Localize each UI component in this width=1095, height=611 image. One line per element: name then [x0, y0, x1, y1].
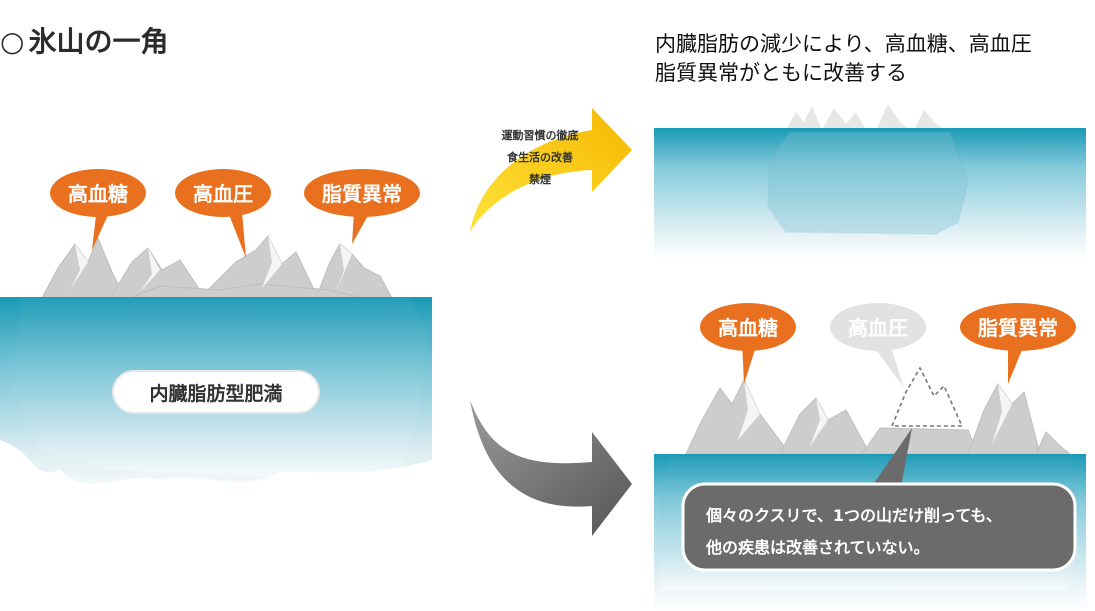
right-bubble-dyslipidemia-text: 脂質異常: [978, 316, 1058, 340]
drug-arrow: [470, 400, 632, 536]
right-bubbles: 高血糖 高血圧 脂質異常: [700, 303, 1076, 388]
title-circle-marker: ○: [0, 25, 25, 58]
note-line-1: 内臓脂肪の減少により、高血糖、高血圧: [655, 32, 1032, 56]
right-bubble-hypertension-text: 高血圧: [848, 316, 908, 340]
page-title: ○氷山の一角: [0, 28, 168, 56]
left-label-pill: [112, 370, 320, 414]
right-bubble-hypertension-faded: 高血圧: [830, 303, 926, 388]
message-box: [681, 482, 1077, 572]
right-top-iceberg: [654, 104, 1086, 260]
left-bubble-hypertension: 高血圧: [175, 169, 271, 258]
left-iceberg-label: 内臓脂肪型肥満: [149, 382, 282, 405]
left-bubbles: 高血糖 高血圧 脂質異常: [50, 169, 420, 258]
left-bubble-hypertension-text: 高血圧: [193, 182, 253, 206]
left-bubble-dyslipidemia: 脂質異常: [304, 169, 420, 244]
left-bubble-hyperglycemia-text: 高血糖: [68, 182, 128, 206]
right-bubble-dyslipidemia: 脂質異常: [960, 303, 1076, 384]
right-bubble-hyperglycemia: 高血糖: [700, 303, 796, 384]
right-top-submerged-ice: [767, 131, 969, 235]
note-line-2: 脂質異常がともに改善する: [655, 61, 907, 85]
improvement-note: 内臓脂肪の減少により、高血糖、高血圧 脂質異常がともに改善する: [655, 30, 1032, 88]
lifestyle-line-3: 禁煙: [529, 172, 551, 186]
right-bottom-mountains: [685, 378, 1072, 455]
right-top-water: [654, 128, 1086, 260]
title-text: 氷山の一角: [28, 25, 169, 58]
removed-mountain-outline: [890, 366, 964, 427]
right-bottom-mountain-highlights: [738, 380, 1012, 446]
left-ice-bottom: [0, 440, 432, 520]
lifestyle-line-1: 運動習慣の徹底: [502, 128, 579, 142]
lifestyle-arrow: 運動習慣の徹底 食生活の改善 禁煙: [470, 108, 632, 232]
left-iceberg: 内臓脂肪型肥満: [0, 235, 432, 520]
right-top-mountains: [786, 104, 946, 130]
lifestyle-line-2: 食生活の改善: [507, 150, 573, 164]
left-bubble-dyslipidemia-text: 脂質異常: [322, 182, 402, 206]
left-mountains: [41, 235, 393, 299]
message-pointer: [868, 428, 912, 492]
left-mountain-highlights: [70, 236, 352, 292]
message-line-2: 他の疾患は改善されていない。: [705, 538, 930, 557]
left-bubble-hyperglycemia: 高血糖: [50, 169, 146, 250]
message-line-1: 個々のクスリで、1つの山だけ削っても、: [705, 506, 1002, 525]
right-bottom-iceberg: 個々のクスリで、1つの山だけ削っても、 他の疾患は改善されていない。: [654, 366, 1086, 611]
right-bubble-hyperglycemia-text: 高血糖: [718, 316, 778, 340]
